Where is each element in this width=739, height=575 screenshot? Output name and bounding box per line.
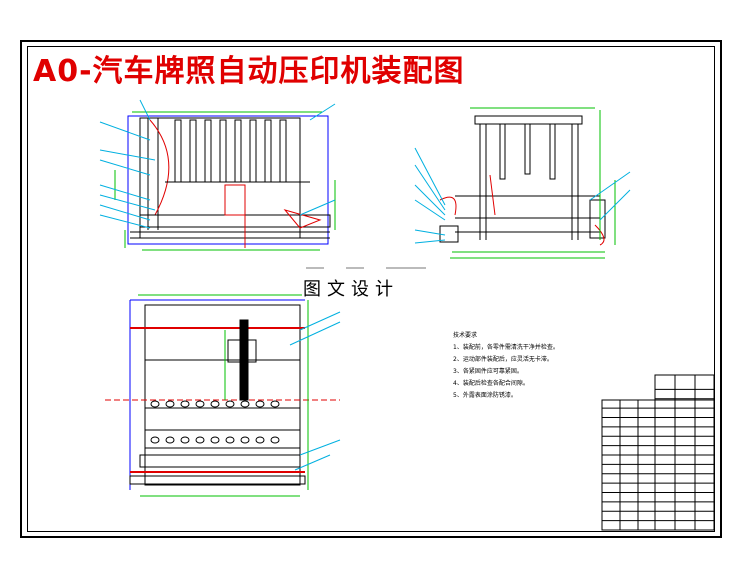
drawing-title: A0-汽车牌照自动压印机装配图	[33, 54, 465, 89]
notes-heading: 技术要求	[453, 332, 478, 339]
side-view	[414, 107, 631, 259]
front-view	[99, 99, 336, 251]
technical-notes: 技术要求 1、装配前，各零件需清洗干净并检查。 2、运动部件装配后，应灵活无卡滞…	[453, 330, 559, 402]
notes-item: 1、装配前，各零件需清洗干净并检查。	[453, 344, 559, 351]
watermark-text: 图文设计	[303, 279, 399, 300]
notes-item: 2、运动部件装配后，应灵活无卡滞。	[453, 356, 553, 363]
outer-border	[20, 40, 722, 538]
notes-item: 5、外露表面涂防锈漆。	[453, 392, 517, 399]
notes-item: 3、各紧固件应可靠紧固。	[453, 368, 523, 375]
title-block	[601, 374, 715, 531]
notes-item: 4、装配后检查各配合间隙。	[453, 380, 529, 387]
top-view	[105, 294, 341, 497]
inner-border	[27, 46, 715, 532]
watermark-dots	[306, 267, 426, 269]
